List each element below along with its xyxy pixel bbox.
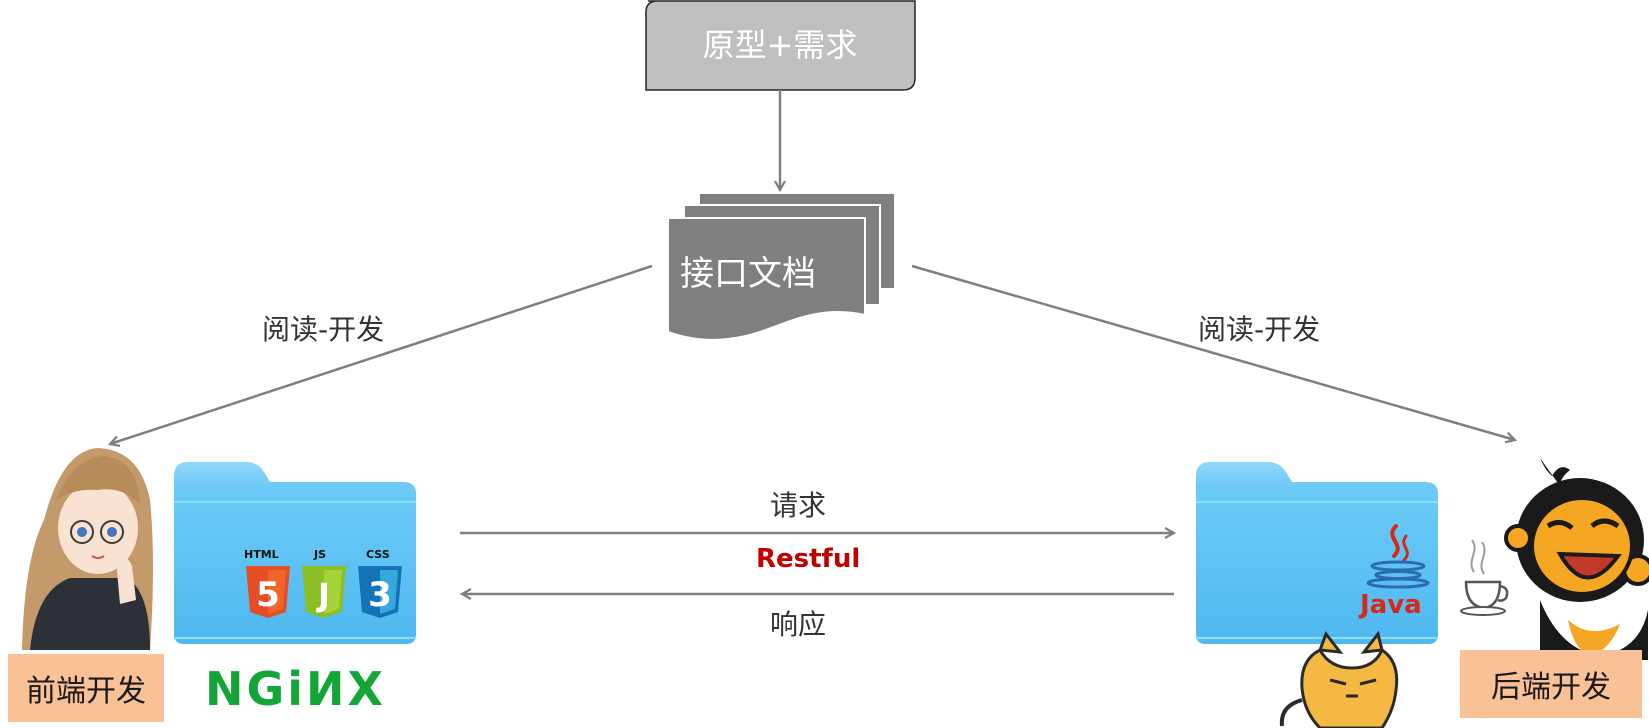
coffee-cup-icon <box>1460 539 1509 616</box>
css3-number: 3 <box>368 575 392 615</box>
requirements-label: 原型+需求 <box>702 26 858 64</box>
folder-icon <box>1196 462 1438 644</box>
read-dev-right-label: 阅读-开发 <box>1198 313 1321 346</box>
html5-number: 5 <box>256 575 280 615</box>
nginx-logo: NGiИX <box>205 662 386 716</box>
js-letter: J <box>316 576 330 614</box>
css3-icon: 3 <box>358 566 402 618</box>
anime-girl-icon <box>22 448 153 650</box>
tomcat-icon <box>1279 630 1399 728</box>
html5-icon: 5 <box>246 566 290 618</box>
monkey-icon <box>1504 458 1649 660</box>
frontend-dev-box: 前端开发 <box>8 654 164 722</box>
frontend-dev-label: 前端开发 <box>26 674 146 709</box>
java-icon <box>1366 524 1430 589</box>
css-label: CSS <box>366 548 390 561</box>
api-doc-shape <box>667 192 896 341</box>
folder-icon <box>174 462 416 644</box>
request-label: 请求 <box>770 489 827 522</box>
java-logo-text: Java <box>1360 590 1422 620</box>
restful-label: Restful <box>756 544 861 574</box>
html-label: HTML <box>244 548 279 561</box>
requirements-box <box>645 0 916 91</box>
backend-dev-label: 后端开发 <box>1491 670 1611 705</box>
backend-dev-box: 后端开发 <box>1460 650 1642 718</box>
js-icon: J <box>302 566 346 618</box>
js-label: JS <box>314 548 327 561</box>
arrow-doc-to-backend <box>911 264 1515 440</box>
response-label: 响应 <box>770 608 827 641</box>
arrow-doc-to-frontend <box>110 264 653 444</box>
api-doc-label: 接口文档 <box>680 254 816 294</box>
read-dev-left-label: 阅读-开发 <box>262 313 385 346</box>
